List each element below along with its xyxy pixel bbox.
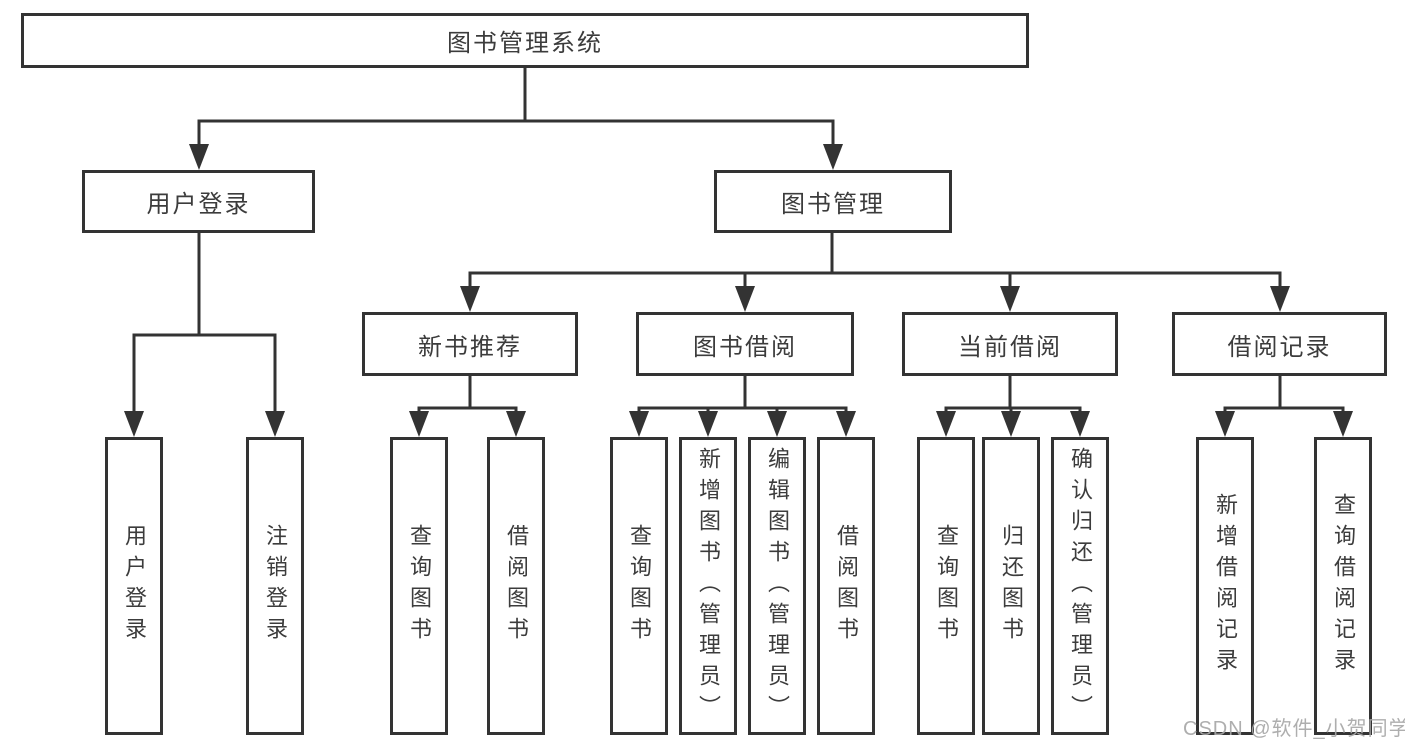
arrowhead	[936, 411, 956, 437]
node-borrow-records: 借阅记录	[1172, 312, 1387, 376]
arrowhead	[836, 411, 856, 437]
arrowhead	[823, 144, 843, 170]
leaf-label: 确认归还（管理员）	[1068, 446, 1093, 726]
node-leaf-query-books-borrow: 查询图书	[610, 437, 668, 735]
leaf-label: 新增图书（管理员）	[696, 446, 721, 726]
connector-edges	[132, 66, 1345, 415]
leaf-label: 查询借阅记录	[1331, 493, 1356, 679]
node-leaf-add-books-admin: 新增图书（管理员）	[679, 437, 737, 735]
arrowhead	[265, 411, 285, 437]
node-user-login-label: 用户登录	[146, 191, 251, 218]
arrowhead	[1070, 411, 1090, 437]
node-leaf-query-books-recommend: 查询图书	[390, 437, 448, 735]
edge-book-management-children	[468, 231, 1282, 290]
node-borrow-records-label: 借阅记录	[1227, 333, 1332, 361]
edge-borrow-record-children	[1223, 374, 1345, 415]
node-leaf-edit-books-admin: 编辑图书（管理员）	[748, 437, 806, 735]
edge-book-borrow-children	[637, 374, 848, 415]
leaf-label: 借阅图书	[504, 524, 529, 648]
node-current-borrow-label: 当前借阅	[958, 333, 1062, 361]
arrowhead	[409, 411, 429, 437]
arrowhead	[698, 411, 718, 437]
leaf-label: 新增借阅记录	[1213, 493, 1238, 679]
leaf-label: 查询图书	[627, 524, 652, 648]
node-root: 图书管理系统	[21, 13, 1029, 68]
node-book-borrow: 图书借阅	[636, 312, 854, 376]
arrowhead	[506, 411, 526, 437]
node-leaf-query-borrow-record: 查询借阅记录	[1314, 437, 1372, 735]
arrowhead	[1333, 411, 1353, 437]
leaf-label: 查询图书	[934, 524, 959, 648]
node-book-management: 图书管理	[714, 170, 952, 233]
csdn-watermark: CSDN @软件_小贺同学	[1183, 718, 1405, 740]
leaf-label: 查询图书	[407, 524, 432, 648]
arrowhead	[735, 286, 755, 312]
arrowhead	[460, 286, 480, 312]
leaf-label: 归还图书	[999, 524, 1024, 648]
node-leaf-borrow-books: 借阅图书	[817, 437, 875, 735]
node-leaf-return-books: 归还图书	[982, 437, 1040, 735]
node-user-login: 用户登录	[82, 170, 315, 233]
edge-user-login-children	[132, 231, 277, 415]
arrowhead	[767, 411, 787, 437]
node-book-borrow-label: 图书借阅	[693, 333, 797, 361]
arrowhead	[189, 144, 209, 170]
edge-new-book-children	[417, 374, 518, 415]
edge-root-to-level2	[197, 66, 835, 148]
leaf-label: 编辑图书（管理员）	[765, 446, 790, 726]
leaf-label: 借阅图书	[834, 524, 859, 648]
arrowheads	[124, 144, 1353, 437]
node-leaf-query-books-current: 查询图书	[917, 437, 975, 735]
arrowhead	[1001, 411, 1021, 437]
leaf-label: 用户登录	[122, 524, 147, 648]
arrowhead	[629, 411, 649, 437]
node-leaf-logout: 注销登录	[246, 437, 304, 735]
node-leaf-add-borrow-record: 新增借阅记录	[1196, 437, 1254, 735]
node-root-label: 图书管理系统	[447, 30, 603, 57]
node-new-book-recommend: 新书推荐	[362, 312, 578, 376]
arrowhead	[1270, 286, 1290, 312]
node-leaf-confirm-return-admin: 确认归还（管理员）	[1051, 437, 1109, 735]
node-leaf-user-login: 用户登录	[105, 437, 163, 735]
arrowhead	[124, 411, 144, 437]
leaf-label: 注销登录	[263, 524, 288, 648]
node-leaf-borrow-books-recommend: 借阅图书	[487, 437, 545, 735]
node-new-book-recommend-label: 新书推荐	[418, 333, 522, 361]
node-book-management-label: 图书管理	[781, 191, 885, 218]
arrowhead	[1000, 286, 1020, 312]
arrowhead	[1215, 411, 1235, 437]
edge-current-borrow-children	[944, 374, 1082, 415]
node-current-borrow: 当前借阅	[902, 312, 1118, 376]
